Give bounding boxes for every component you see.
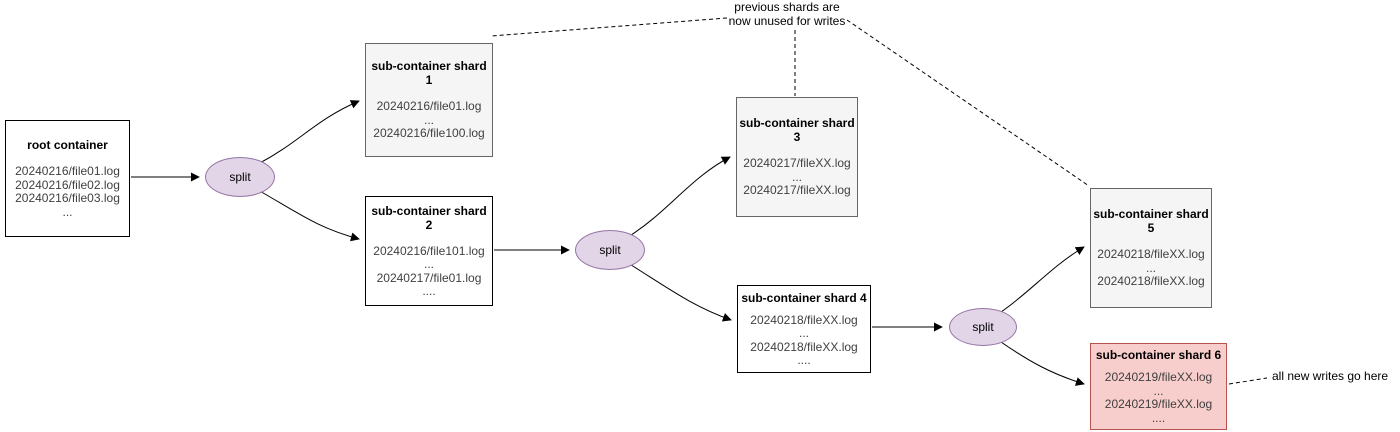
file-line: 20240216/file101.log	[373, 243, 485, 258]
file-line: ....	[797, 353, 811, 367]
annotation-line: now unused for writes	[728, 14, 846, 28]
split-label: split	[972, 320, 994, 334]
file-line: 20240218/fileXX.log	[1097, 274, 1205, 289]
file-line: 20240216/file02.log	[15, 177, 120, 192]
annotation-line: all new writes go here	[1272, 369, 1389, 383]
dashed-link-annotation-to-shard5	[846, 19, 1090, 187]
annotation-line: previous shards are	[734, 0, 840, 14]
file-line: 20240217/fileXX.log	[743, 183, 851, 198]
file-line: ...	[791, 169, 802, 184]
split-node-3[interactable]: split	[949, 308, 1017, 346]
annotation-unused-shards: previous shards are now unused for write…	[713, 0, 861, 28]
node-lines: 20240216/file101.log ... 20240217/file01…	[373, 243, 485, 299]
split-label: split	[599, 243, 621, 257]
annotation-new-writes: all new writes go here	[1272, 369, 1388, 383]
node-lines: 20240217/fileXX.log ... 20240217/fileXX.…	[743, 157, 850, 198]
node-title: sub-container shard 3	[739, 116, 855, 145]
file-line: ....	[422, 284, 436, 298]
file-line: 20240219/fileXX.log	[1104, 370, 1213, 384]
node-shard-3[interactable]: sub-container shard 3 20240217/fileXX.lo…	[736, 97, 858, 217]
node-shard-4[interactable]: sub-container shard 4 20240218/fileXX.lo…	[737, 285, 871, 373]
file-line: 20240216/file01.log	[376, 99, 482, 114]
file-line: 20240217/file01.log	[376, 270, 482, 285]
file-line: ...	[1153, 383, 1164, 398]
node-title: sub-container shard 6	[1095, 348, 1222, 362]
edge-split2-to-shard4	[627, 262, 732, 322]
node-title: root container	[27, 138, 108, 152]
edge-split2-to-shard3	[627, 156, 731, 238]
file-line: 20240219/fileXX.log	[1104, 397, 1213, 411]
edge-split1-to-shard2	[257, 189, 360, 242]
split-label: split	[229, 170, 251, 184]
node-title: sub-container shard 4	[741, 290, 867, 305]
file-line: ....	[1151, 410, 1166, 425]
file-line: ...	[423, 112, 434, 127]
node-title: sub-container shard 5	[1093, 207, 1209, 236]
node-lines: 20240218/fileXX.log ... 20240218/fileXX.…	[1097, 248, 1204, 289]
node-title: sub-container shard 1	[371, 59, 487, 88]
edge-split3-to-shard5	[1000, 246, 1085, 313]
file-line: 20240216/file03.log	[15, 191, 120, 205]
node-shard-5[interactable]: sub-container shard 5 20240218/fileXX.lo…	[1090, 188, 1212, 308]
split-node-1[interactable]: split	[205, 157, 275, 197]
file-line: 20240218/fileXX.log	[1097, 247, 1205, 262]
node-shard-2[interactable]: sub-container shard 2 20240216/file101.l…	[365, 196, 493, 306]
file-line: ...	[423, 257, 434, 271]
file-line: ...	[1145, 260, 1156, 275]
edge-split1-to-shard1	[257, 100, 360, 165]
file-line: ...	[62, 204, 73, 219]
dashed-link-annotation-to-shard1	[490, 17, 728, 37]
node-lines: 20240216/file01.log ... 20240216/file100…	[373, 100, 484, 141]
file-line: ...	[798, 326, 809, 340]
file-line: 20240217/fileXX.log	[743, 156, 851, 171]
file-line: 20240216/file100.log	[373, 126, 485, 141]
file-line: 20240218/fileXX.log	[750, 312, 858, 327]
edge-split3-to-shard6	[1000, 341, 1085, 386]
dashed-link-shard6-to-annotation	[1228, 377, 1268, 385]
file-line: 20240216/file01.log	[15, 164, 120, 178]
node-shard-6[interactable]: sub-container shard 6 20240219/fileXX.lo…	[1090, 343, 1227, 430]
file-line: 20240218/fileXX.log	[750, 339, 858, 354]
node-root-container[interactable]: root container 20240216/file01.log 20240…	[5, 120, 130, 237]
node-lines: 20240216/file01.log 20240216/file02.log …	[15, 164, 120, 219]
split-node-2[interactable]: split	[575, 230, 645, 270]
node-shard-1[interactable]: sub-container shard 1 20240216/file01.lo…	[365, 43, 493, 157]
node-title: sub-container shard 2	[371, 203, 487, 232]
node-lines: 20240219/fileXX.log ... 20240219/fileXX.…	[1104, 370, 1213, 425]
node-lines: 20240218/fileXX.log ... 20240218/fileXX.…	[750, 312, 858, 368]
